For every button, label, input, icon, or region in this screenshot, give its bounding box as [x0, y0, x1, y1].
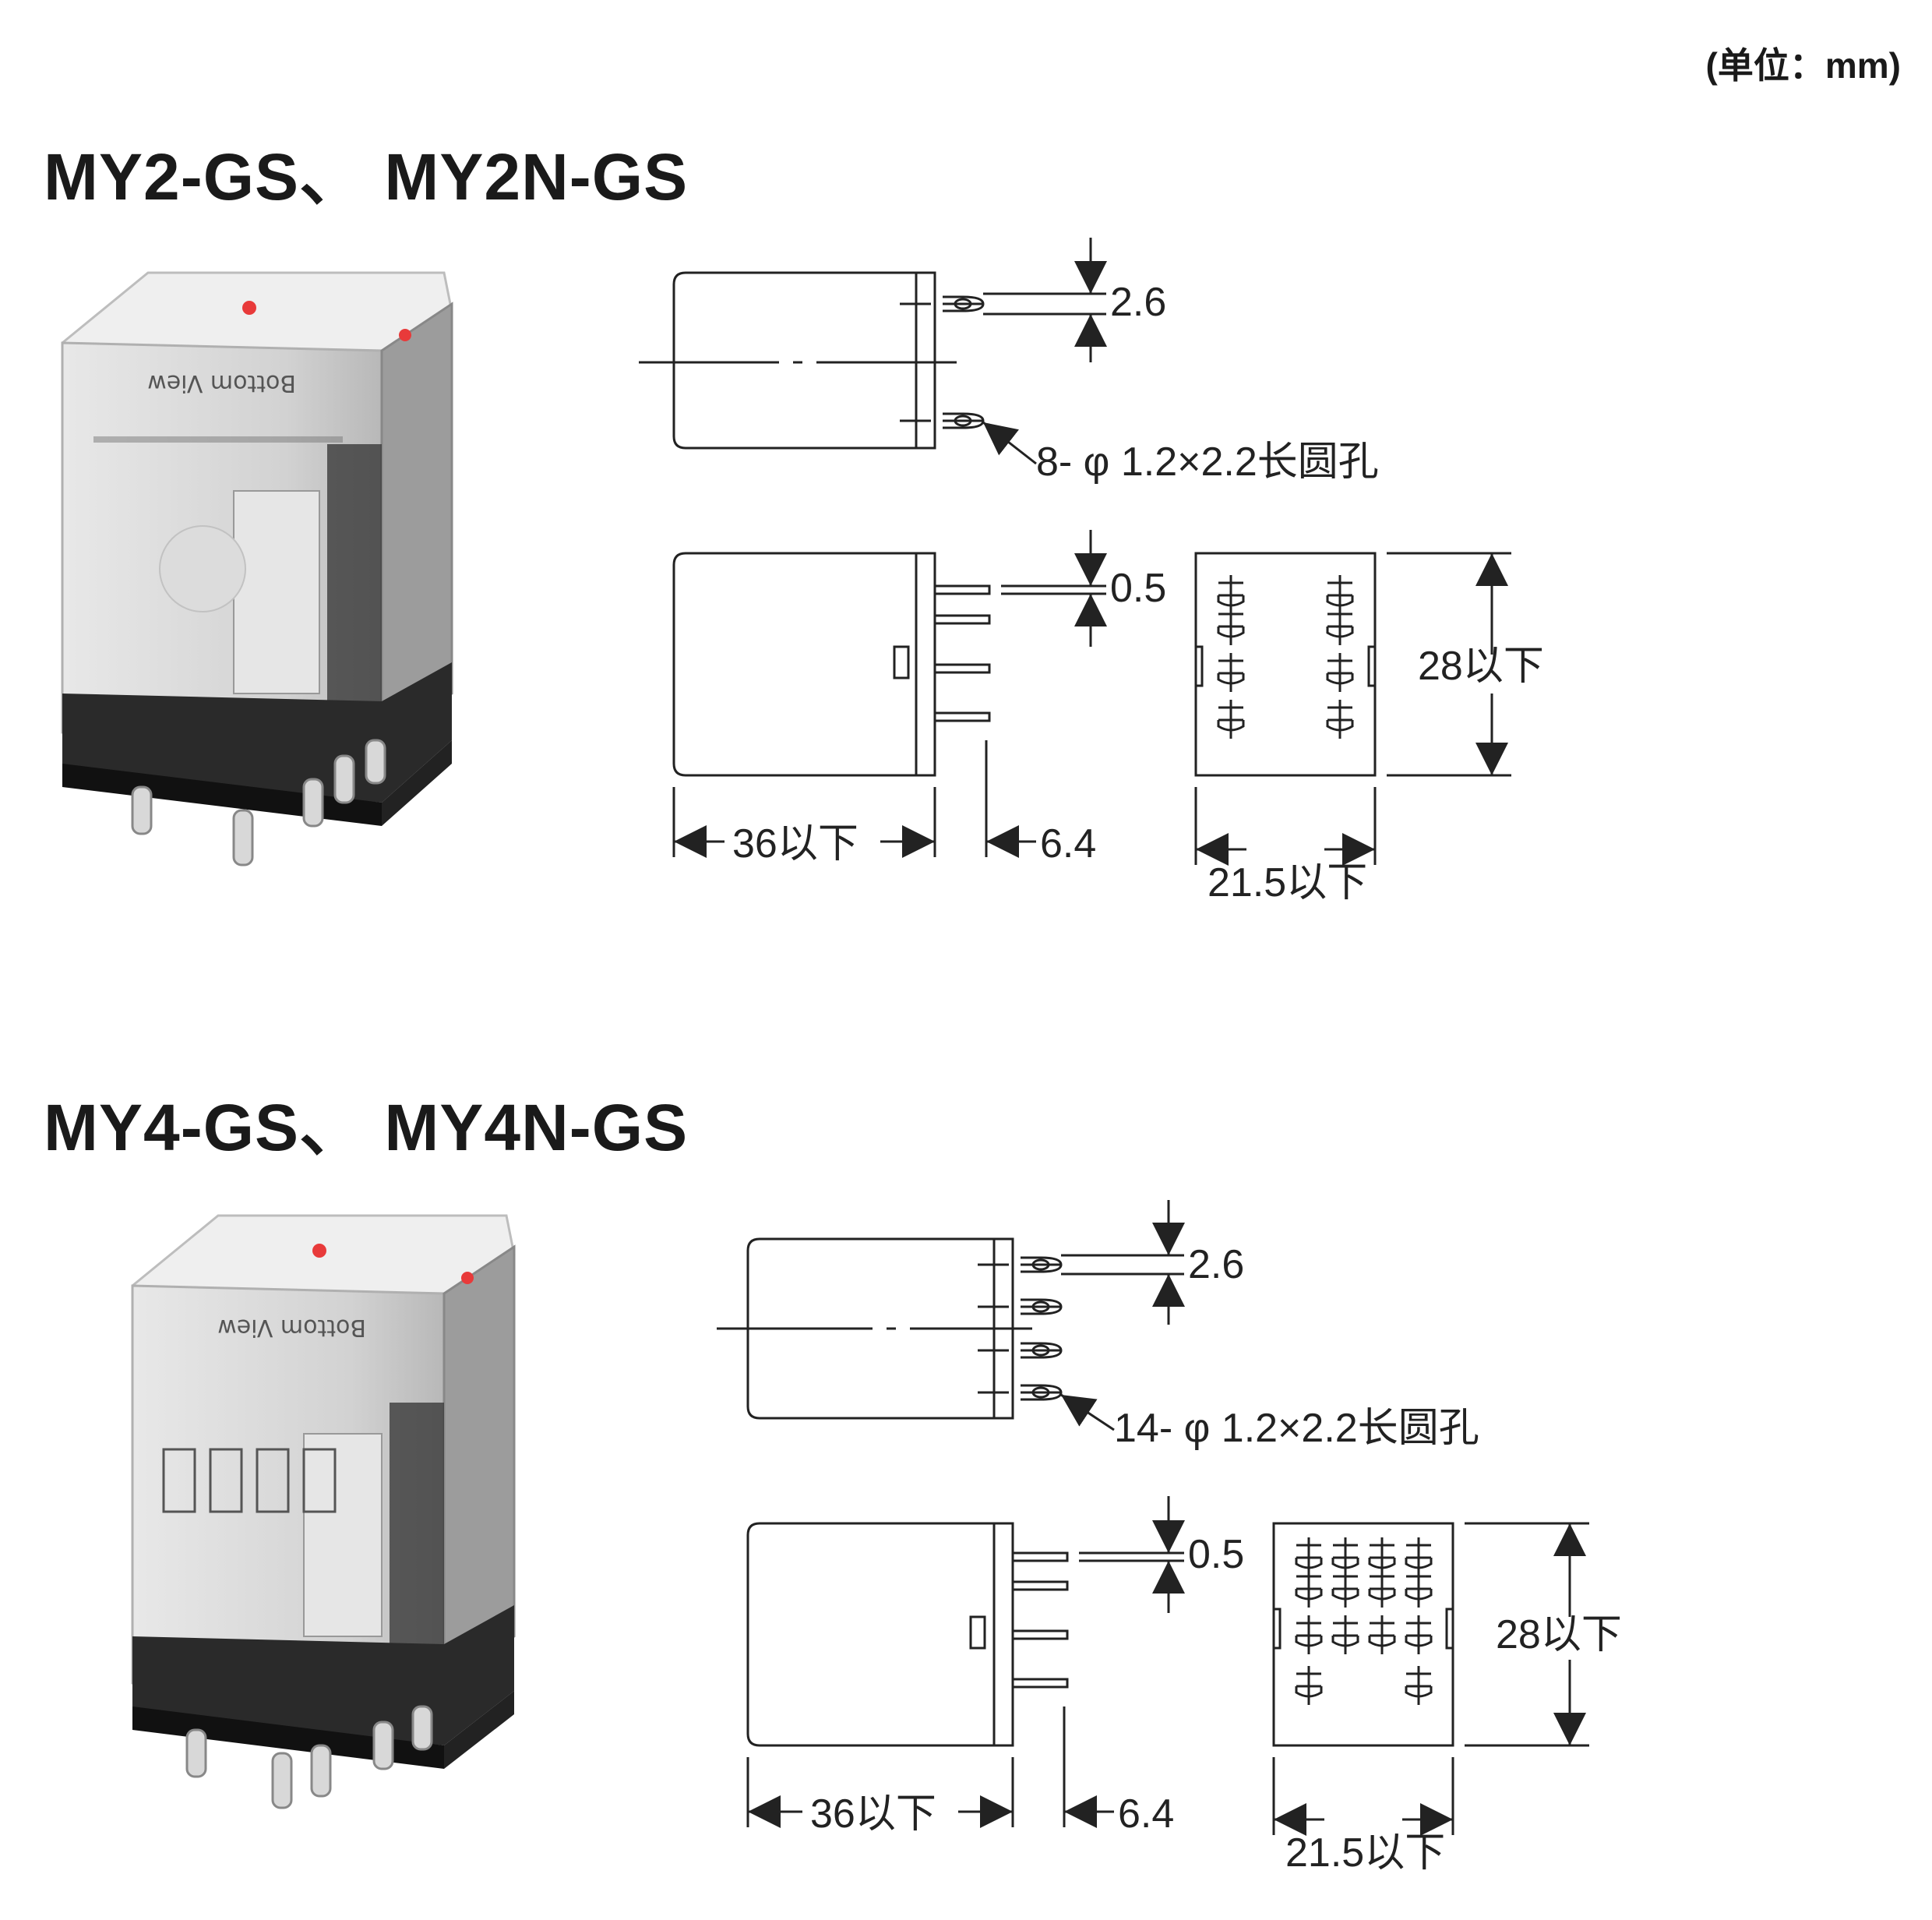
- side-view-my2: [672, 530, 1107, 858]
- dim-holes-my4: 14- φ 1.2×2.2长圆孔: [1114, 1406, 1479, 1451]
- drawing-my4: 2.6 14- φ 1.2×2.2长圆孔 0.5 36以下 6.4: [717, 1200, 1622, 1876]
- dim-height-my4: 28以下: [1496, 1612, 1622, 1657]
- bottom-view-my2: [1194, 552, 1511, 866]
- bottom-view-label: Bottom View: [147, 369, 296, 397]
- unit-note: (单位：mm): [1705, 45, 1901, 86]
- section-title-my4: MY4-GS、 MY4N-GS: [44, 1091, 689, 1164]
- dim-terminal-width-my4: 2.6: [1188, 1242, 1244, 1287]
- relay-photo-my4: Bottom View: [131, 1214, 516, 1809]
- drawing-my2: 2.6 8- φ 1.2×2.2长圆孔 0.5 36以下 6.4: [639, 238, 1544, 905]
- dim-holes-my2: 8- φ 1.2×2.2长圆孔: [1036, 439, 1379, 485]
- dim-terminal-thickness-my2: 0.5: [1110, 566, 1166, 611]
- relay-photo-my2: Bottom View: [61, 271, 453, 866]
- side-view-my4: [746, 1496, 1185, 1828]
- bottom-view-my4: [1272, 1522, 1589, 1836]
- dim-height-my2: 28以下: [1418, 644, 1544, 689]
- dim-length-my2: 36以下: [732, 821, 858, 866]
- dim-terminal-width-my2: 2.6: [1110, 280, 1166, 325]
- dim-terminal-length-my4: 6.4: [1118, 1791, 1174, 1837]
- dim-terminal-length-my2: 6.4: [1040, 821, 1096, 866]
- top-view-my2: [639, 238, 1107, 465]
- dim-length-my4: 36以下: [810, 1791, 936, 1837]
- top-view-my4: [717, 1200, 1185, 1431]
- bottom-view-label-2: Bottom View: [217, 1314, 366, 1341]
- dim-width-my2: 21.5以下: [1208, 860, 1367, 905]
- section-title-my2: MY2-GS、 MY2N-GS: [44, 140, 689, 214]
- dim-width-my4: 21.5以下: [1285, 1830, 1445, 1876]
- dim-terminal-thickness-my4: 0.5: [1188, 1532, 1244, 1577]
